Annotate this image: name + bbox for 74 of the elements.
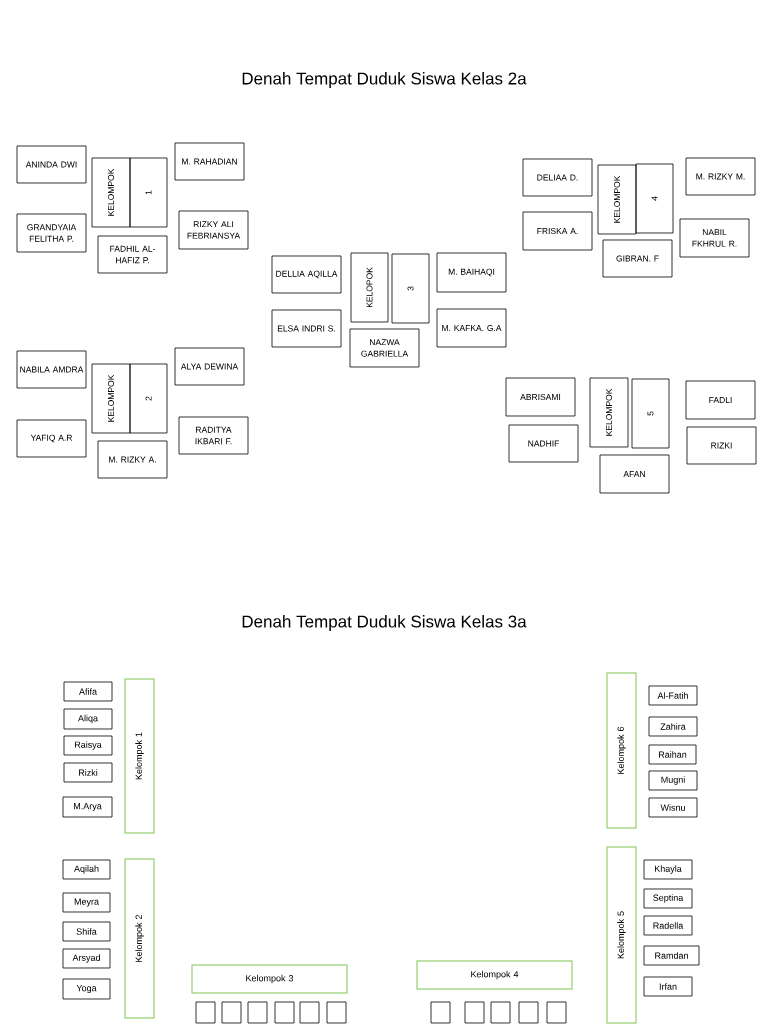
name-card: DELLIA AQILLA [271,255,342,294]
name-card: M.Arya [62,796,113,818]
seat-box [299,1001,320,1024]
name-card: M. RIZKY A. [97,440,168,479]
group-label: Kelompok 2 [124,858,155,1019]
name-card: ABRISAMI [505,377,576,417]
name-card: Raihan [648,744,697,765]
group-label: KELOPOK [350,252,389,323]
seat-box [518,1001,539,1024]
group-label: KELOMPOK [597,164,637,235]
name-card: Afifa [63,681,113,702]
name-card: Meyra [62,892,111,913]
name-card: Aliqa [63,708,113,730]
name-card: Shifa [62,921,111,942]
name-card: ANINDA DWI [16,145,87,184]
group-label: KELOMPOK [589,377,629,448]
group-label: 2 [129,363,168,434]
seat-box [195,1001,216,1024]
seat-box [430,1001,451,1024]
seat-box [247,1001,268,1024]
title: Denah Tempat Duduk Siswa Kelas 2a [242,72,527,88]
name-card: NABILA AMDRA [16,350,87,389]
seat-box [326,1001,347,1024]
name-card: Al-Fatih [648,685,698,706]
group-label: 3 [391,253,430,324]
name-card: Radella [643,915,693,936]
name-card: Mugni [648,770,698,791]
name-card: Wisnu [648,797,698,818]
group-label: 4 [635,163,674,234]
name-card: ELSA INDRI S. [271,309,342,348]
group-label: 1 [129,157,168,228]
name-card: Arsyad [62,948,111,969]
group-label: Kelompok 4 [416,960,573,990]
name-card: RADITYA IKBARI F. [178,416,249,455]
seat-box [221,1001,242,1024]
name-card: Raisya [63,735,113,756]
name-card: RIZKI [686,426,757,465]
name-card: GIBRAN. F [602,239,673,278]
title: Denah Tempat Duduk Siswa Kelas 3a [242,615,527,631]
group-label: KELOMPOK [91,363,131,434]
name-card: GRANDYAIA FELITHA P. [16,213,87,253]
name-card: Ramdan [643,945,700,966]
name-card: M. KAFKA. G.A [436,308,507,348]
name-card: M. RAHADIAN [174,142,245,181]
name-card: NABIL FKHRUL R. [679,218,750,258]
name-card: M. RIZKY M. [685,157,756,196]
name-card: RIZKY ALI FEBRIANSYA [178,210,249,250]
seat-box [464,1001,485,1024]
name-card: Irfan [643,976,693,997]
name-card: FRISKA A. [522,211,593,251]
seat-box [490,1001,511,1024]
name-card: FADHIL AL-HAFIZ P. [97,235,168,274]
name-card: Aqilah [62,859,111,880]
name-card: DELIAA D. [522,158,593,197]
group-label: Kelompok 5 [606,846,637,1024]
name-card: YAFIQ A.R [16,419,87,458]
name-card: Rizki [63,762,113,783]
name-card: ALYA DEWINA [174,347,245,386]
name-card: Zahira [648,716,698,737]
group-label: Kelompok 3 [191,964,348,994]
name-card: NADHIF [508,424,579,463]
name-card: AFAN [599,454,670,494]
name-card: Septina [643,888,693,909]
name-card: NAZWA GABRIELLA [349,328,420,368]
name-card: M. BAIHAQI [436,252,507,293]
group-label: KELOMPOK [91,157,131,228]
group-label: Kelompok 6 [606,672,637,829]
group-label: 5 [631,378,670,449]
seat-box [274,1001,295,1024]
name-card: FADLI [685,380,756,420]
seat-box [546,1001,567,1024]
group-label: Kelompok 1 [124,678,155,834]
name-card: Yoga [62,978,111,1000]
name-card: Khayla [643,859,693,880]
